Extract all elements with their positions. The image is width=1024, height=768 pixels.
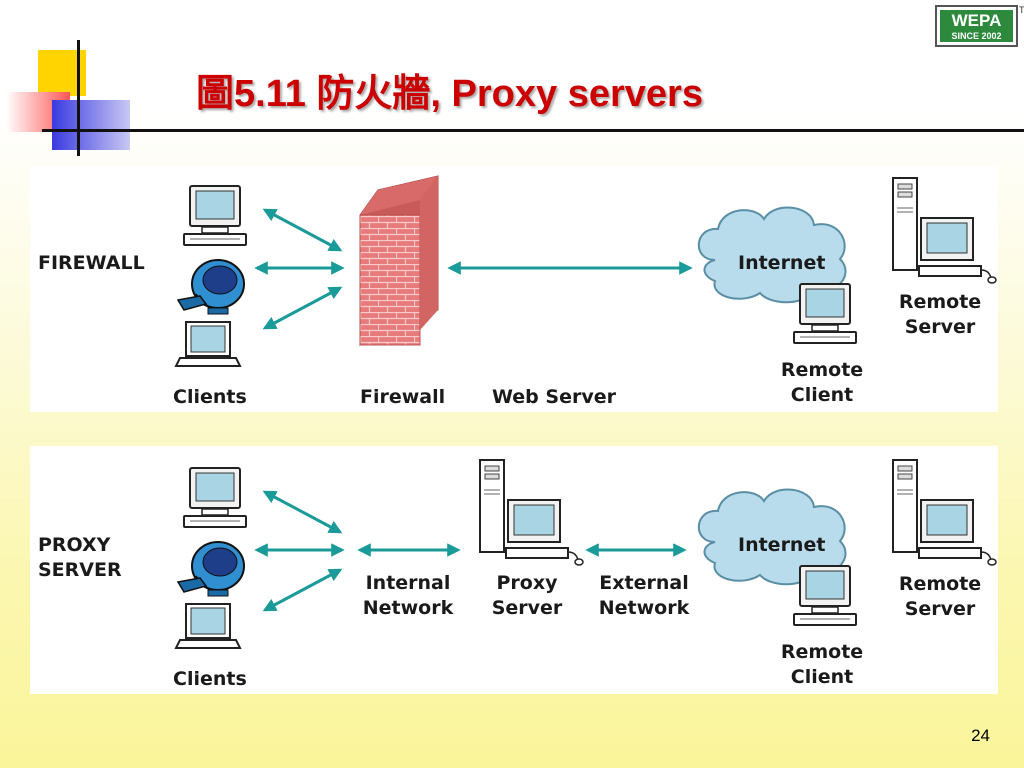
firewall-section-label: FIREWALL: [38, 252, 145, 274]
deco-blue-square: [52, 100, 130, 150]
logo-tagline: SINCE 2002: [951, 31, 1002, 41]
fw-remote-server-label-2: Server: [905, 316, 976, 338]
px-remote-server-label-2: Server: [905, 598, 976, 620]
proxy-section-label-2: SERVER: [38, 559, 122, 581]
page-number: 24: [971, 726, 990, 745]
px-remote-client-label-1: Remote: [781, 641, 863, 663]
page-title: 圖5.11 防火牆, Proxy servers: [196, 73, 703, 115]
proxy-server-icon: [479, 459, 584, 566]
px-arrow-top: [262, 490, 343, 534]
px-remote-client-icon: [793, 565, 857, 626]
px-client-pc-icon: [183, 467, 247, 528]
px-clients-label: Clients: [173, 668, 247, 690]
fw-remote-client-label-1: Remote: [781, 359, 863, 381]
internal-network-label-1: Internal: [366, 572, 451, 594]
firewall-wall-icon: [359, 175, 439, 347]
logo-brand: WEPA: [951, 11, 1002, 30]
px-remote-server-icon: [892, 459, 997, 566]
proxy-section-label-1: PROXY: [38, 534, 111, 556]
deco-vertical-line: [77, 40, 80, 156]
external-network-label-2: Network: [599, 597, 690, 619]
fw-remote-server-label-1: Remote: [899, 291, 981, 313]
fw-remote-client-icon: [793, 283, 857, 344]
px-client-imac-icon: [177, 541, 245, 597]
proxy-server-label-2: Server: [492, 597, 563, 619]
px-client-laptop-icon: [175, 603, 241, 649]
px-remote-server-label-1: Remote: [899, 573, 981, 595]
fw-client-arrows: [254, 208, 693, 330]
fw-internet-label: Internet: [738, 252, 825, 274]
firewall-label: Firewall: [360, 386, 445, 408]
internal-network-label-2: Network: [363, 597, 454, 619]
deco-horizontal-line: [42, 129, 1024, 132]
px-arrow-bottom: [262, 568, 343, 612]
fw-clients-label: Clients: [173, 386, 247, 408]
web-server-label: Web Server: [492, 386, 617, 408]
wepa-logo: WEPA SINCE 2002 TM: [935, 5, 1024, 47]
fw-arrow-bottom: [262, 286, 343, 330]
fw-client-pc-icon: [183, 185, 247, 246]
px-arrows: [254, 490, 687, 612]
proxy-server-label-1: Proxy: [497, 572, 559, 594]
fw-remote-client-label-2: Client: [791, 384, 853, 406]
external-network-label-1: External: [599, 572, 688, 594]
fw-arrow-top: [262, 208, 343, 252]
px-internet-label: Internet: [738, 534, 825, 556]
fw-remote-server-icon: [892, 177, 997, 284]
logo-tm: TM: [1019, 5, 1024, 15]
px-remote-client-label-2: Client: [791, 666, 853, 688]
fw-client-imac-icon: [177, 259, 245, 315]
fw-client-laptop-icon: [175, 321, 241, 367]
